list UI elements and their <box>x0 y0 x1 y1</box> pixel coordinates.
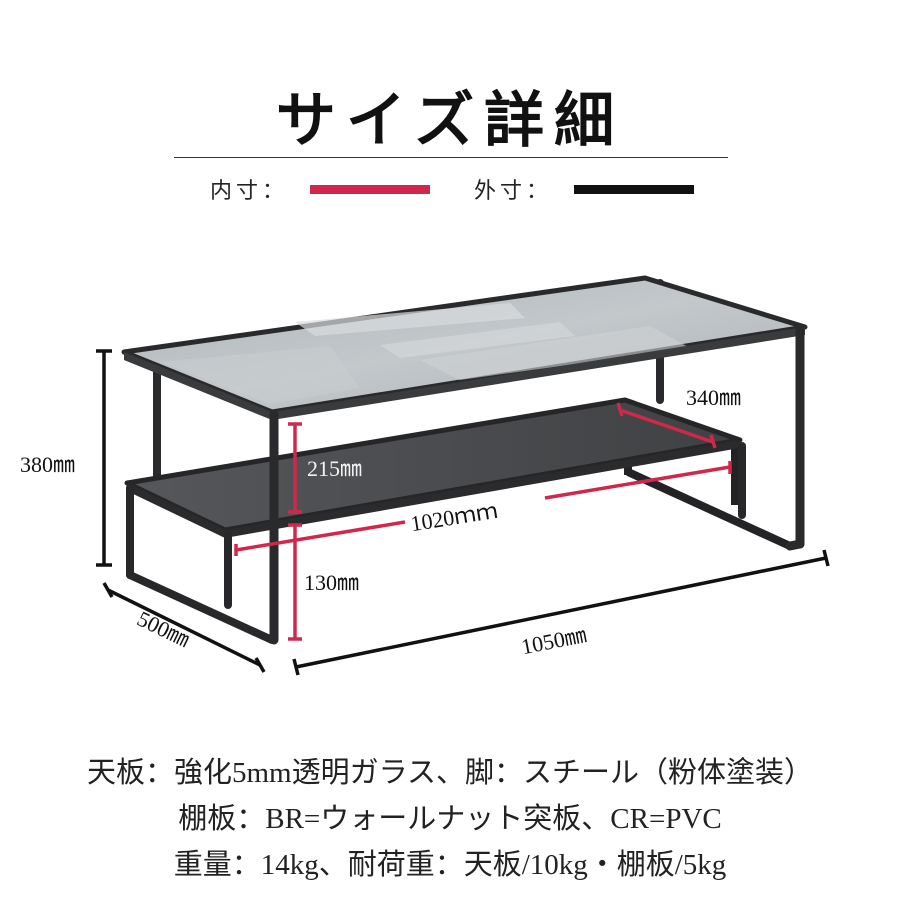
label-upper-clearance: 215㎜ <box>307 456 362 481</box>
label-shelf-height: 130㎜ <box>304 570 359 595</box>
legend-outer-label: 外寸： <box>474 179 553 204</box>
front-legs <box>269 325 805 645</box>
label-shelf-width: 1020ｍｍ <box>409 498 500 536</box>
lower-shelf <box>124 397 743 538</box>
title-divider <box>174 157 728 158</box>
spec-line-weight: 重量：14kg、耐荷重：天板/10kg・棚板/5kg <box>173 849 727 881</box>
spec-line-materials: 天板：強化5mm透明ガラス、脚：スチール（粉体塗装） <box>86 757 814 789</box>
legend-outer-dimension: 外寸： <box>474 174 695 204</box>
inner-dimension-lines <box>234 402 732 641</box>
label-shelf-depth: 340㎜ <box>686 385 741 410</box>
page-title: サイズ詳細 <box>275 86 625 156</box>
outer-dimension-lines <box>96 349 830 676</box>
label-total-height: 380㎜ <box>20 452 75 477</box>
legend-inner-swatch <box>310 184 431 194</box>
glass-top <box>121 275 808 420</box>
spec-line-shelf: 棚板：BR=ウォールナット突板、CR=PVC <box>178 803 722 835</box>
label-width: 1050㎜ <box>519 622 589 659</box>
legend-outer-swatch <box>574 184 695 194</box>
legend-inner-dimension: 内寸： <box>210 174 431 204</box>
spec-text-block: 天板：強化5mm透明ガラス、脚：スチール（粉体塗装） 棚板：BR=ウォールナット… <box>0 750 900 888</box>
left-lower-frame <box>126 442 746 644</box>
label-depth: 500㎜ <box>133 606 193 653</box>
legend-inner-label: 内寸： <box>210 179 289 204</box>
